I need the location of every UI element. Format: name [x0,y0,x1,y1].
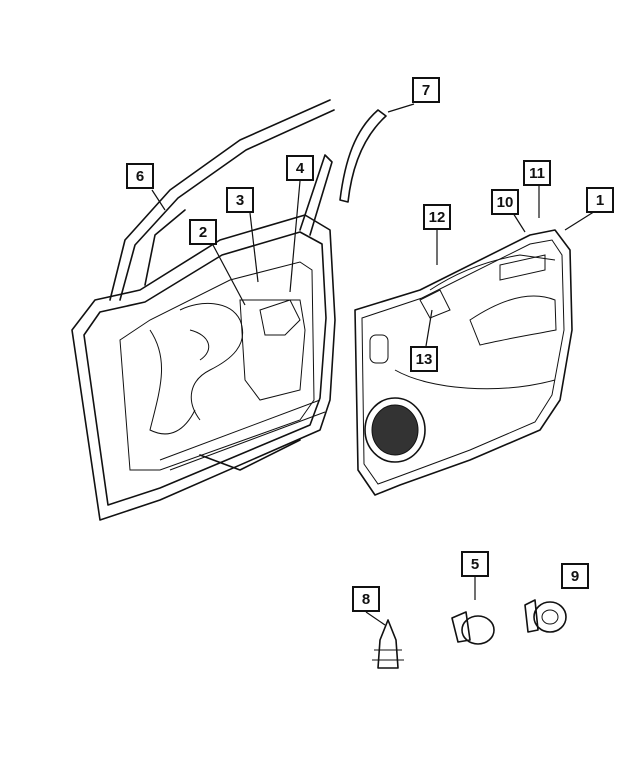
callout-4: 4 [286,155,314,181]
retainer-clip [451,611,495,645]
callout-11: 11 [523,160,551,186]
callout-13: 13 [410,346,438,372]
callout-9: 9 [561,563,589,589]
callout-10: 10 [491,189,519,215]
bracket [259,299,301,336]
callout-1: 1 [586,187,614,213]
callout-5: 5 [461,551,489,577]
b-pillar [299,154,333,236]
speaker [364,397,426,463]
callout-3: 3 [226,187,254,213]
door-trim-panel [354,229,573,496]
leader-lines [151,103,601,626]
callout-2: 2 [189,219,217,245]
weatherstrip [339,109,387,203]
trim-fastener [524,599,567,633]
window-regulator [149,299,306,435]
callout-8: 8 [352,586,380,612]
callout-7: 7 [412,77,440,103]
glass-run-channel [109,99,335,301]
callout-6: 6 [126,163,154,189]
push-pin [372,619,404,669]
door-shell [71,214,336,521]
callout-12: 12 [423,204,451,230]
